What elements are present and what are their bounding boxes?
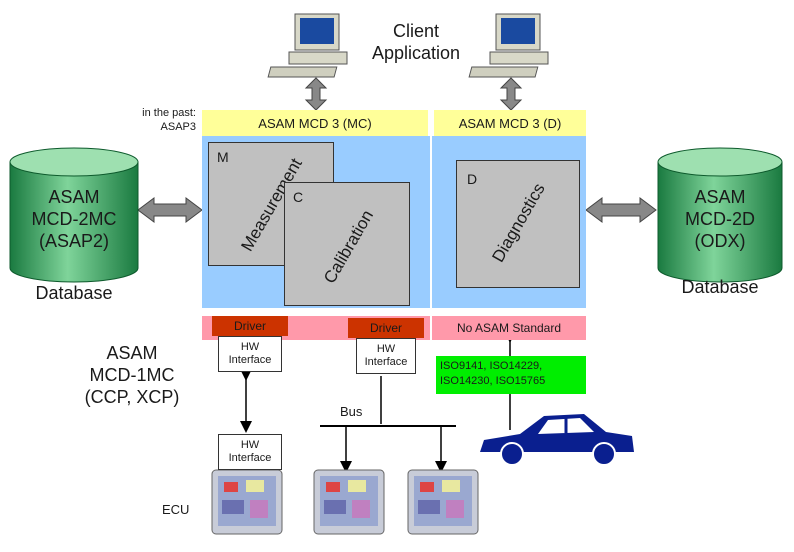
ecu-board-icon (313, 469, 385, 535)
right-db-label: ASAM MCD-2D (ODX) (685, 187, 755, 251)
computer-icon (267, 13, 348, 78)
hw-interface-ecu: HW Interface (218, 434, 282, 470)
ecu-label: ECU (162, 502, 190, 517)
left-db-caption: Database (35, 283, 113, 303)
iso-standards-box: ISO9141, ISO14229, ISO14230, ISO15765 (436, 356, 586, 394)
database-cylinder-icon (9, 147, 139, 283)
right-db-caption: Database (681, 277, 759, 297)
client-application-label: Client Application (371, 21, 461, 63)
driver-right: Driver (348, 318, 424, 338)
mcd1-label: ASAM MCD-1MC (CCP, XCP) (84, 343, 180, 407)
band-mcd3-d: ASAM MCD 3 (D) (434, 110, 586, 136)
bus-label: Bus (340, 404, 363, 419)
calibration-box: C Calibration (284, 182, 410, 306)
hw-interface-left: HW Interface (218, 336, 282, 372)
ecu-board-icon (211, 469, 283, 535)
double-arrow-icon (304, 77, 523, 111)
left-db-label: ASAM MCD-2MC (ASAP2) (31, 187, 117, 251)
hw-interface-right: HW Interface (356, 338, 416, 374)
band-mcd3-mc: ASAM MCD 3 (MC) (202, 110, 428, 136)
double-arrow-icon (137, 197, 657, 223)
diagnostics-box: D Diagnostics (456, 160, 580, 288)
car-icon (480, 414, 634, 466)
database-cylinder-icon (657, 147, 783, 283)
ecu-board-icon (407, 469, 479, 535)
computer-icon (468, 13, 549, 78)
driver-left: Driver (212, 316, 288, 336)
past-note: in the past: ASAP3 (142, 107, 196, 133)
no-asam-standard-label: No ASAM Standard (432, 316, 586, 340)
